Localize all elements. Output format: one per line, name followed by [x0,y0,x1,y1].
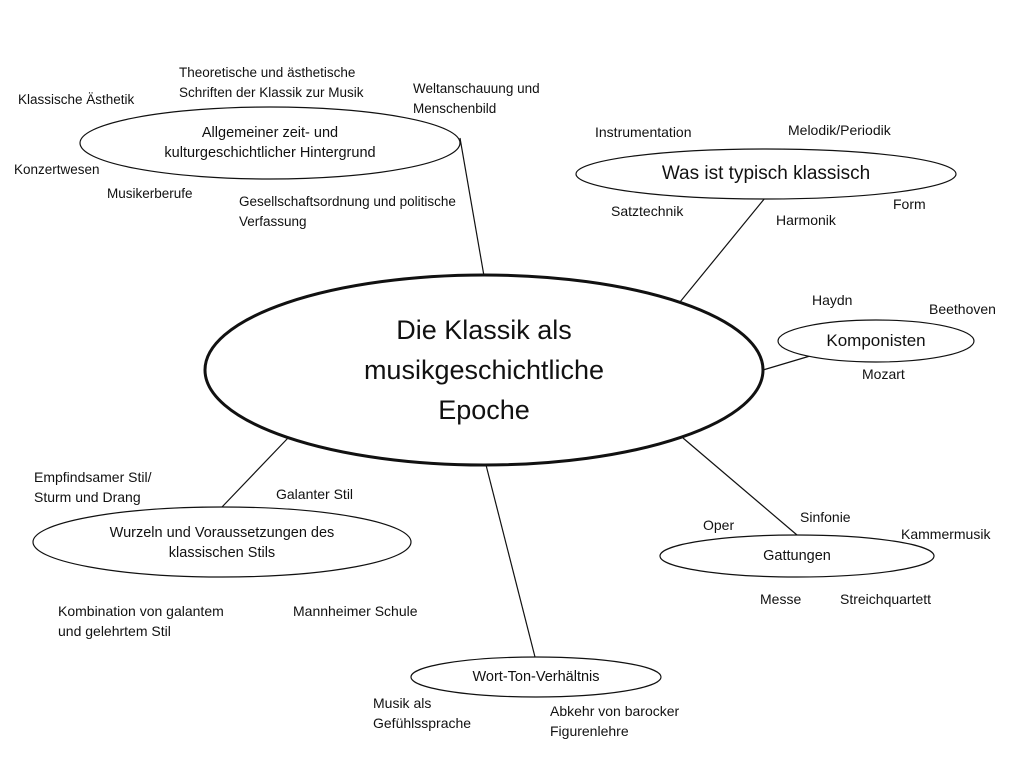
node-roots-label: Wurzeln und Voraussetzungen des klassisc… [109,525,335,561]
center-node [203,273,765,467]
label-opera: Oper [703,517,735,533]
label-string-quartet: Streichquartett [840,591,932,607]
label-galant-style: Galanter Stil [276,486,354,502]
label-mannheim: Mannheimer Schule [293,603,418,619]
connector-roots [221,437,289,508]
label-sensitive-style: Empfindsamer Stil/ Sturm und Drang [34,469,152,505]
connector-genres [682,437,798,536]
label-form: Form [893,196,926,212]
label-harmony: Harmonik [776,212,836,228]
label-worldview: Weltanschauung und Menschenbild [413,81,540,116]
label-musician-jobs: Musikerberufe [107,186,193,201]
word-tone-node [410,656,662,698]
connector-word-tone [485,464,536,658]
label-melody: Melodik/Periodik [788,122,891,138]
connector-typical [679,197,766,303]
label-concert: Konzertwesen [14,162,100,177]
node-background-label: Allgemeiner zeit- und kulturgeschichtlic… [164,125,376,161]
center-title: Die Klassik als musikgeschichtliche Epoc… [363,315,605,425]
background-node [79,106,461,180]
label-combination: Kombination von galantem und gelehrtem S… [58,603,224,639]
node-genres-label: Gattungen [763,548,831,564]
label-composition-technique: Satztechnik [611,203,684,219]
label-chamber-music: Kammermusik [901,526,991,542]
connector-composers [762,355,811,371]
label-mozart: Mozart [862,366,905,382]
roots-node [32,506,412,578]
node-word-tone-label: Wort-Ton-Verhältnis [472,669,600,685]
label-baroque: Abkehr von barocker Figurenlehre [550,703,680,739]
composers-node [777,319,975,363]
label-mass: Messe [760,591,802,607]
connector-background [459,137,485,277]
label-beethoven: Beethoven [929,301,996,317]
genres-node [659,534,935,578]
node-typical-label: Was ist typisch klassisch [661,163,871,184]
label-society: Gesellschaftsordnung und politische Verf… [239,194,456,229]
label-classical-aesthetics: Klassische Ästhetik [18,92,135,107]
typical-node [575,148,957,200]
label-music-as-language: Musik als Gefühlssprache [373,695,472,731]
label-haydn: Haydn [812,292,853,308]
label-theoretical-writings: Theoretische und ästhetische Schriften d… [179,65,364,100]
label-symphony: Sinfonie [800,509,851,525]
label-instrumentation: Instrumentation [595,124,692,140]
node-composers-label: Komponisten [826,331,926,350]
